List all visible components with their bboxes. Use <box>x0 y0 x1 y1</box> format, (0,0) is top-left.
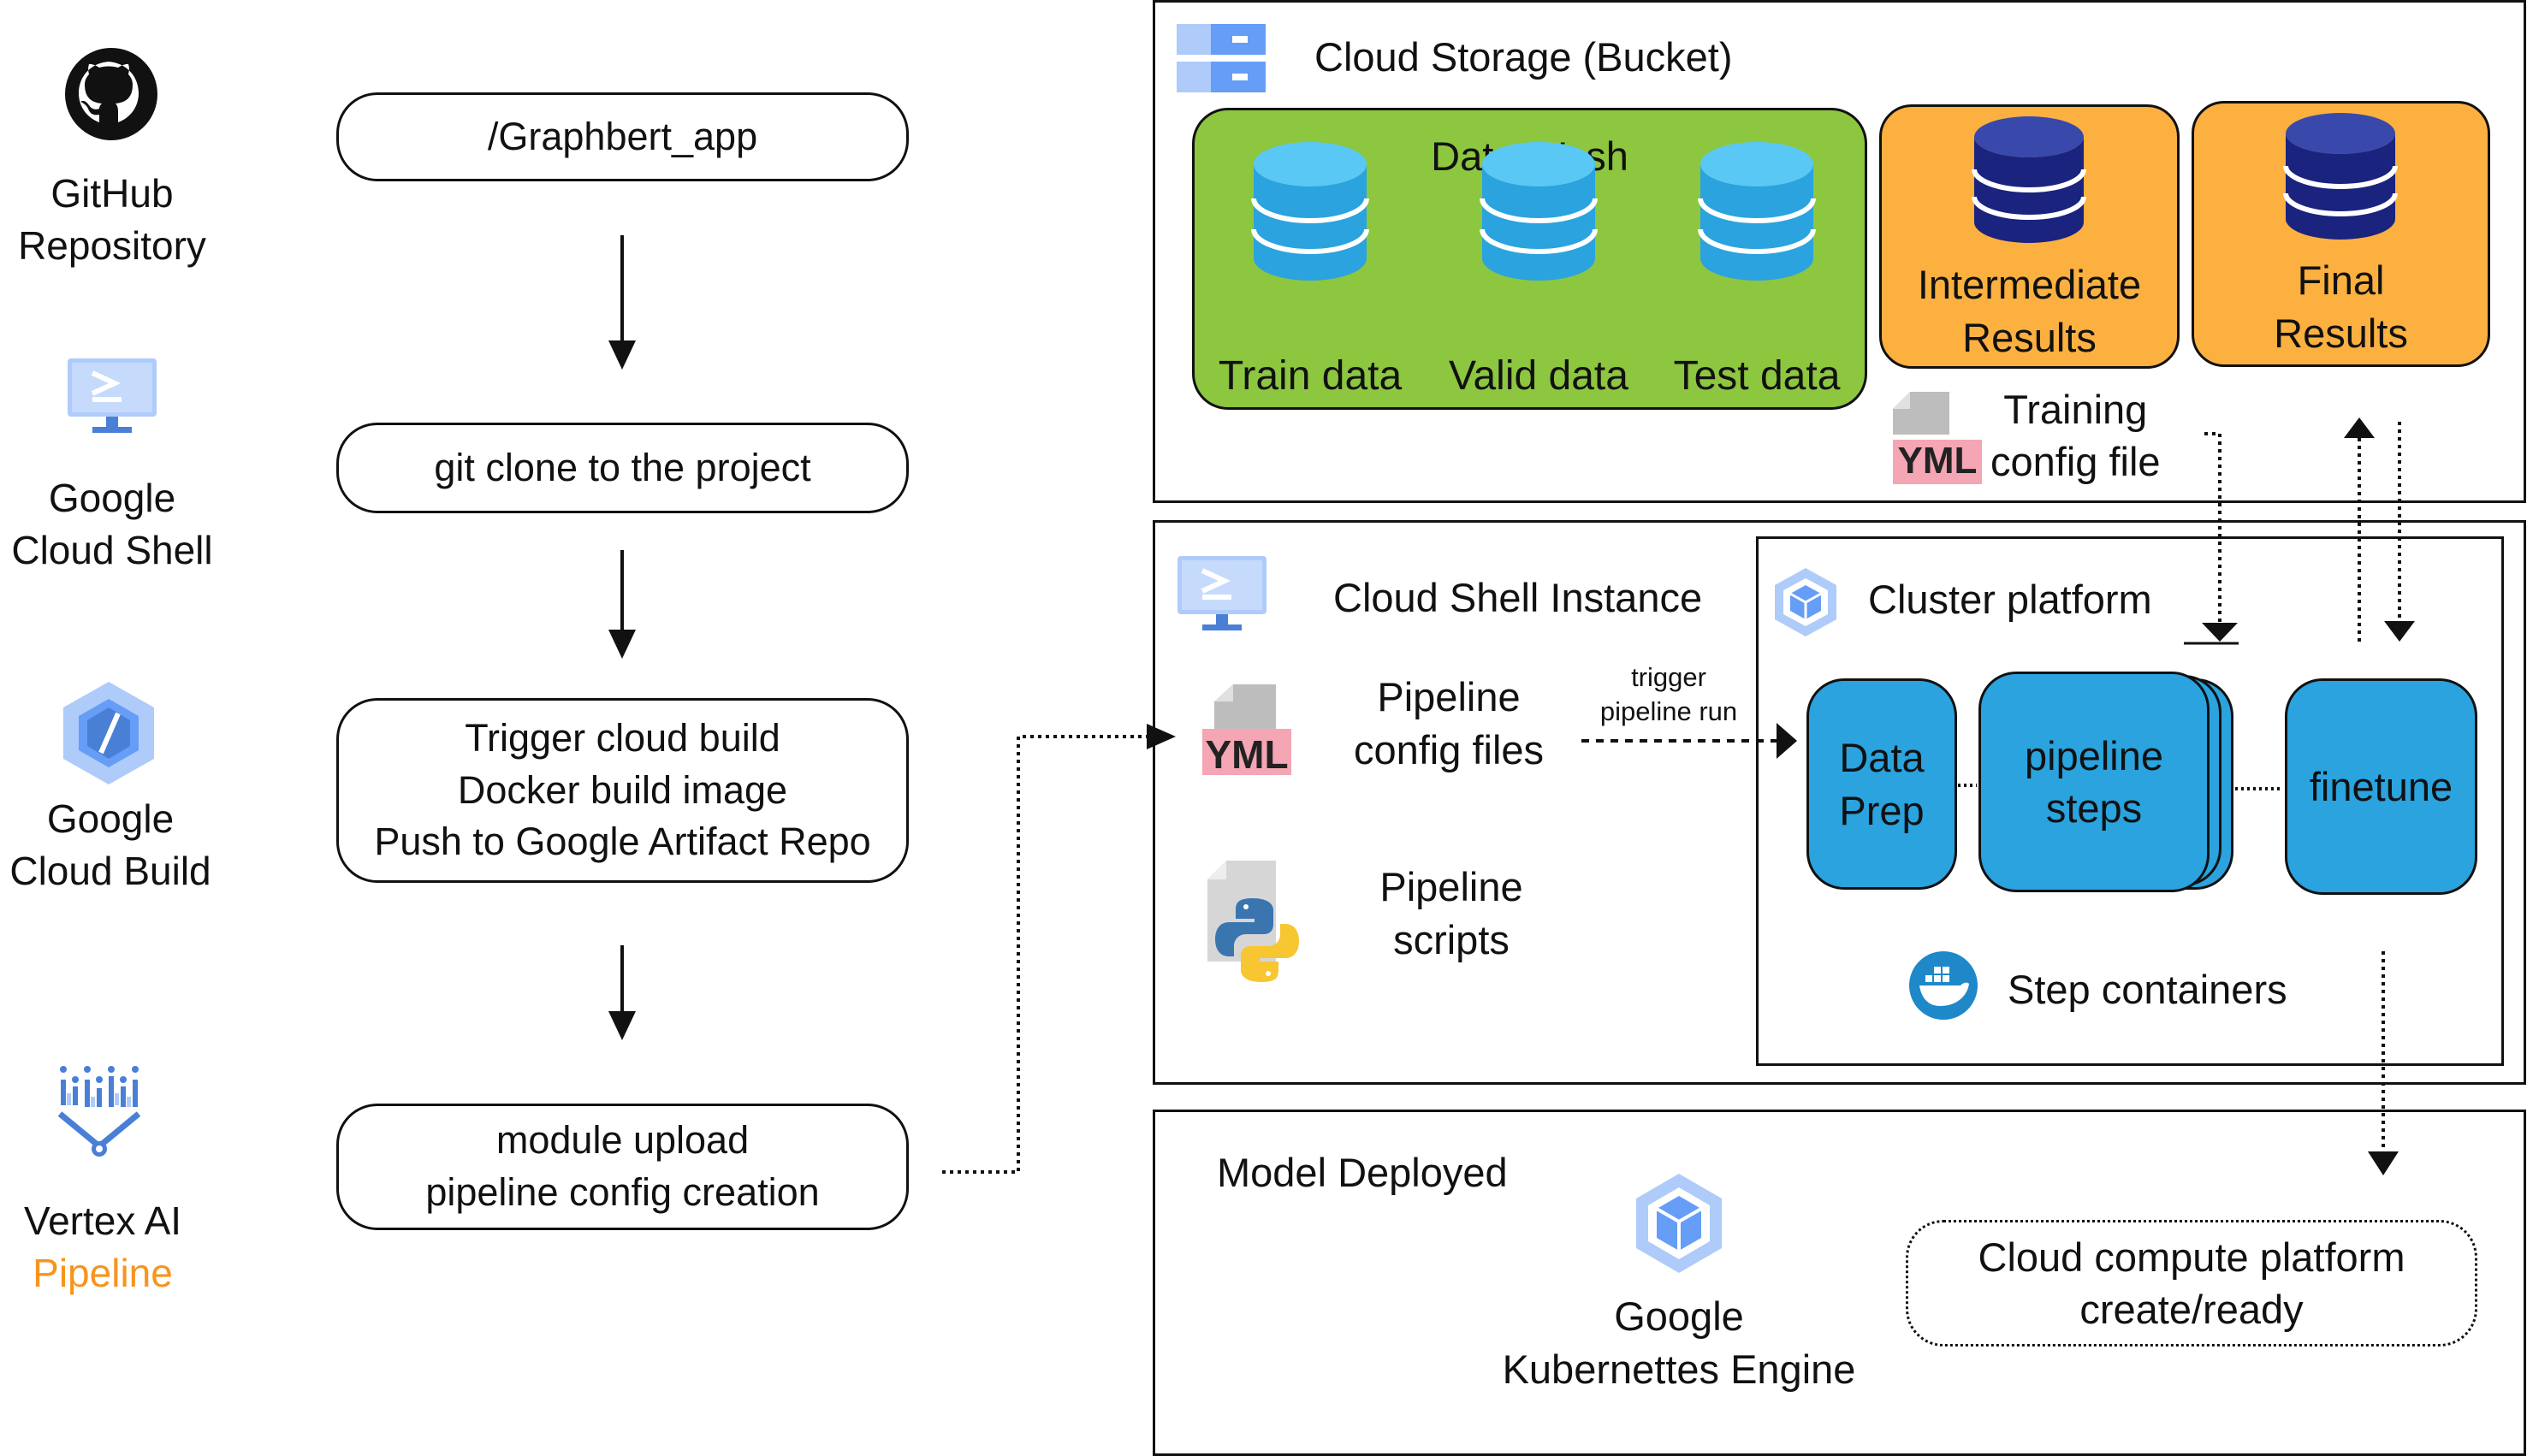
upload-to-shell-arrowhead <box>1147 724 1176 749</box>
cloud-shell-icon <box>68 358 157 433</box>
github-icon <box>65 48 157 140</box>
finetune-step: finetune <box>2285 678 2477 895</box>
upload-to-shell-connector <box>942 735 1157 1174</box>
valid-data-label: Valid data <box>1449 353 1628 399</box>
python-file-icon <box>1207 861 1299 982</box>
deploy-title: Model Deployed <box>1217 1150 1508 1195</box>
step-cloud-build: Trigger cloud build Docker build image P… <box>336 698 909 883</box>
finetune-to-final-arrowhead <box>2344 417 2375 438</box>
final-to-finetune-arrowhead <box>2384 621 2415 642</box>
yml-file-icon <box>1893 392 1982 484</box>
kubernetes-icon <box>1775 568 1836 636</box>
config-to-cluster-connector <box>2204 432 2222 623</box>
step-containers-label: Step containers <box>2008 967 2287 1012</box>
config-to-cluster-arrowhead <box>2202 623 2238 642</box>
containers-to-compute-arrowhead <box>2368 1151 2399 1175</box>
docker-icon <box>1909 951 1978 1020</box>
database-icon <box>2283 113 2398 240</box>
database-icon <box>1698 142 1816 281</box>
kubernetes-icon <box>1636 1174 1722 1273</box>
database-icon <box>1480 142 1598 281</box>
step-module-upload: module upload pipeline config creation <box>336 1104 909 1230</box>
vertex-ai-icon <box>57 1066 141 1157</box>
flow-arrowhead-1 <box>608 340 636 370</box>
storage-title: Cloud Storage (Bucket) <box>1314 34 1733 80</box>
train-data-label: Train data <box>1218 353 1403 399</box>
database-icon <box>1972 116 2086 243</box>
cloud-shell-icon <box>1177 556 1266 630</box>
step-git-clone: git clone to the project <box>336 423 909 513</box>
flow-arrowhead-3 <box>608 1011 636 1040</box>
shell-title: Cloud Shell Instance <box>1333 575 1703 620</box>
cluster-title: Cluster platform <box>1868 577 2152 622</box>
model-deployed-panel <box>1153 1110 2526 1456</box>
training-yml-badge: YML <box>1897 440 1978 482</box>
shell-yml-badge: YML <box>1205 732 1289 777</box>
step-repo-path: /Graphbert_app <box>336 92 909 181</box>
database-icon <box>1251 142 1369 281</box>
test-data-label: Test data <box>1673 353 1841 399</box>
cloud-build-icon <box>63 682 154 784</box>
trigger-arrowhead <box>1777 723 1797 759</box>
storage-bucket-icon <box>1177 24 1266 92</box>
flow-arrowhead-2 <box>608 630 636 659</box>
yml-file-icon <box>1202 684 1291 775</box>
